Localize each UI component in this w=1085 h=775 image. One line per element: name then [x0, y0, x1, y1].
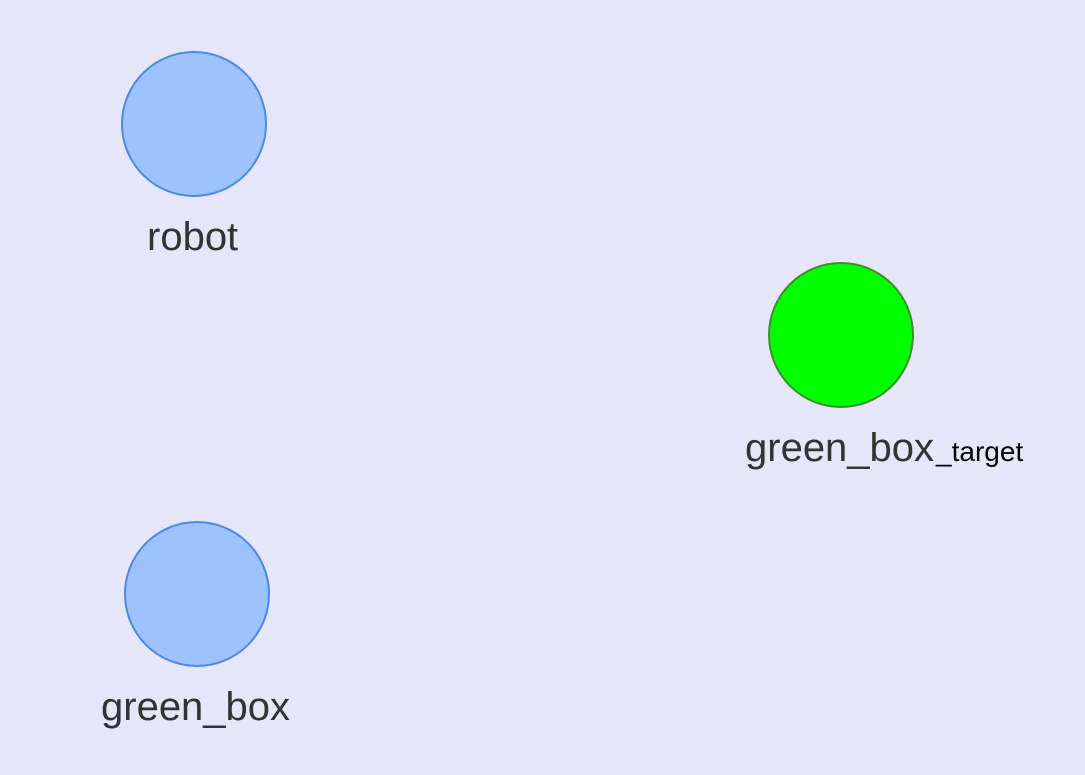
- green-box-label: green_box: [101, 685, 291, 729]
- green-box-target-label: green_box_target: [745, 428, 1023, 468]
- robot-label: robot: [147, 215, 239, 259]
- green-box-target-node[interactable]: [768, 262, 914, 408]
- green-box-target-label-subscript: _target: [936, 436, 1024, 467]
- green-box-target-label-main: green_box: [745, 426, 935, 470]
- robot-node[interactable]: [121, 51, 267, 197]
- green-box-node[interactable]: [124, 521, 270, 667]
